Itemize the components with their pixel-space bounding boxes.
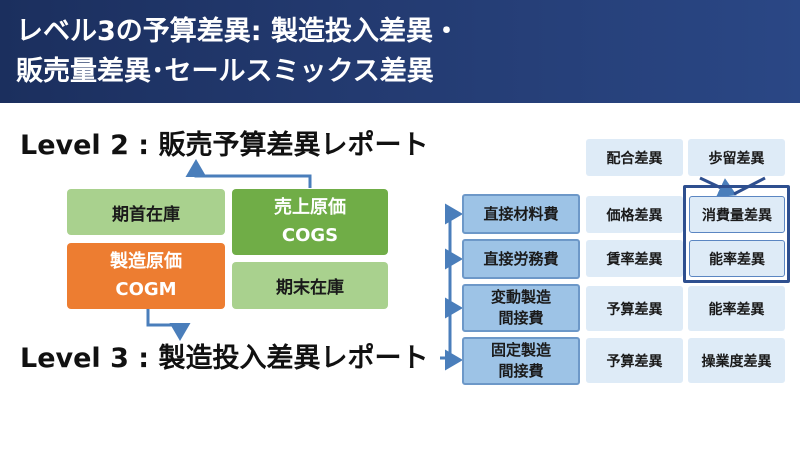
cogs-box: 売上原価 COGS — [232, 189, 388, 255]
price-variance-label: 価格差異 — [606, 207, 663, 224]
yield-variance-label: 歩留差異 — [708, 150, 765, 167]
yield-variance-box: 歩留差異 — [688, 139, 785, 176]
slide-title-line-1: レベル3の予算差異: 製造投入差異・ — [16, 16, 460, 47]
slide-title: レベル3の予算差異: 製造投入差異・ 販売量差異･セールスミックス差異 — [16, 12, 776, 92]
mix-variance-box: 配合差異 — [586, 139, 683, 176]
fixed-overhead-box: 固定製造 間接費 — [462, 337, 580, 385]
variable-overhead-label-2: 間接費 — [498, 309, 544, 327]
usage-variance-label: 消費量差異 — [702, 207, 772, 224]
fixed-overhead-label-2: 間接費 — [498, 362, 544, 380]
cogs-label-jp: 売上原価 — [274, 197, 346, 218]
variable-budget-variance-box: 予算差異 — [586, 286, 683, 331]
direct-material-box: 直接材料費 — [462, 194, 580, 234]
closing-inventory-box: 期末在庫 — [232, 262, 388, 309]
level-3-label: Level 3 : 製造投入差異レポート — [20, 343, 429, 374]
slide-title-line-2: 販売量差異･セールスミックス差異 — [16, 56, 434, 87]
variable-overhead-label-1: 変動製造 — [490, 288, 551, 306]
mix-variance-label: 配合差異 — [606, 150, 663, 167]
fixed-budget-variance-label: 予算差異 — [606, 353, 663, 370]
volume-variance-box: 操業度差異 — [688, 338, 785, 383]
price-variance-box: 価格差異 — [586, 196, 683, 233]
cogm-label-jp: 製造原価 — [110, 251, 182, 272]
opening-inventory-box: 期首在庫 — [67, 189, 225, 235]
level-2-label: Level 2 : 販売予算差異レポート — [20, 130, 429, 161]
opening-inventory-label: 期首在庫 — [112, 204, 180, 225]
direct-material-label: 直接材料費 — [483, 204, 559, 223]
fixed-overhead-label-1: 固定製造 — [490, 341, 551, 359]
overhead-efficiency-variance-box: 能率差異 — [688, 286, 785, 331]
material-labor-highlight-frame — [683, 185, 790, 283]
rate-variance-label: 賃率差異 — [606, 251, 663, 268]
cogs-label-en: COGS — [281, 225, 339, 246]
labor-efficiency-variance-box: 能率差異 — [689, 240, 785, 277]
arrow-cogs-to-level2 — [185, 159, 312, 188]
variable-overhead-box: 変動製造 間接費 — [462, 284, 580, 332]
cogm-label-en: COGM — [115, 279, 177, 300]
title-banner: レベル3の予算差異: 製造投入差異・ 販売量差異･セールスミックス差異 — [0, 0, 800, 103]
arrow-cogm-to-level3 — [146, 309, 191, 341]
labor-efficiency-variance-label: 能率差異 — [709, 251, 765, 268]
usage-variance-box: 消費量差異 — [689, 196, 785, 233]
direct-labor-label: 直接労務費 — [483, 249, 559, 268]
closing-inventory-label: 期末在庫 — [276, 278, 344, 298]
direct-labor-box: 直接労務費 — [462, 239, 580, 279]
overhead-efficiency-variance-label: 能率差異 — [708, 301, 765, 318]
variable-budget-variance-label: 予算差異 — [606, 301, 663, 318]
fixed-budget-variance-box: 予算差異 — [586, 338, 683, 383]
volume-variance-label: 操業度差異 — [701, 353, 772, 370]
cogm-box: 製造原価 COGM — [67, 243, 225, 309]
rate-variance-box: 賃率差異 — [586, 240, 683, 277]
